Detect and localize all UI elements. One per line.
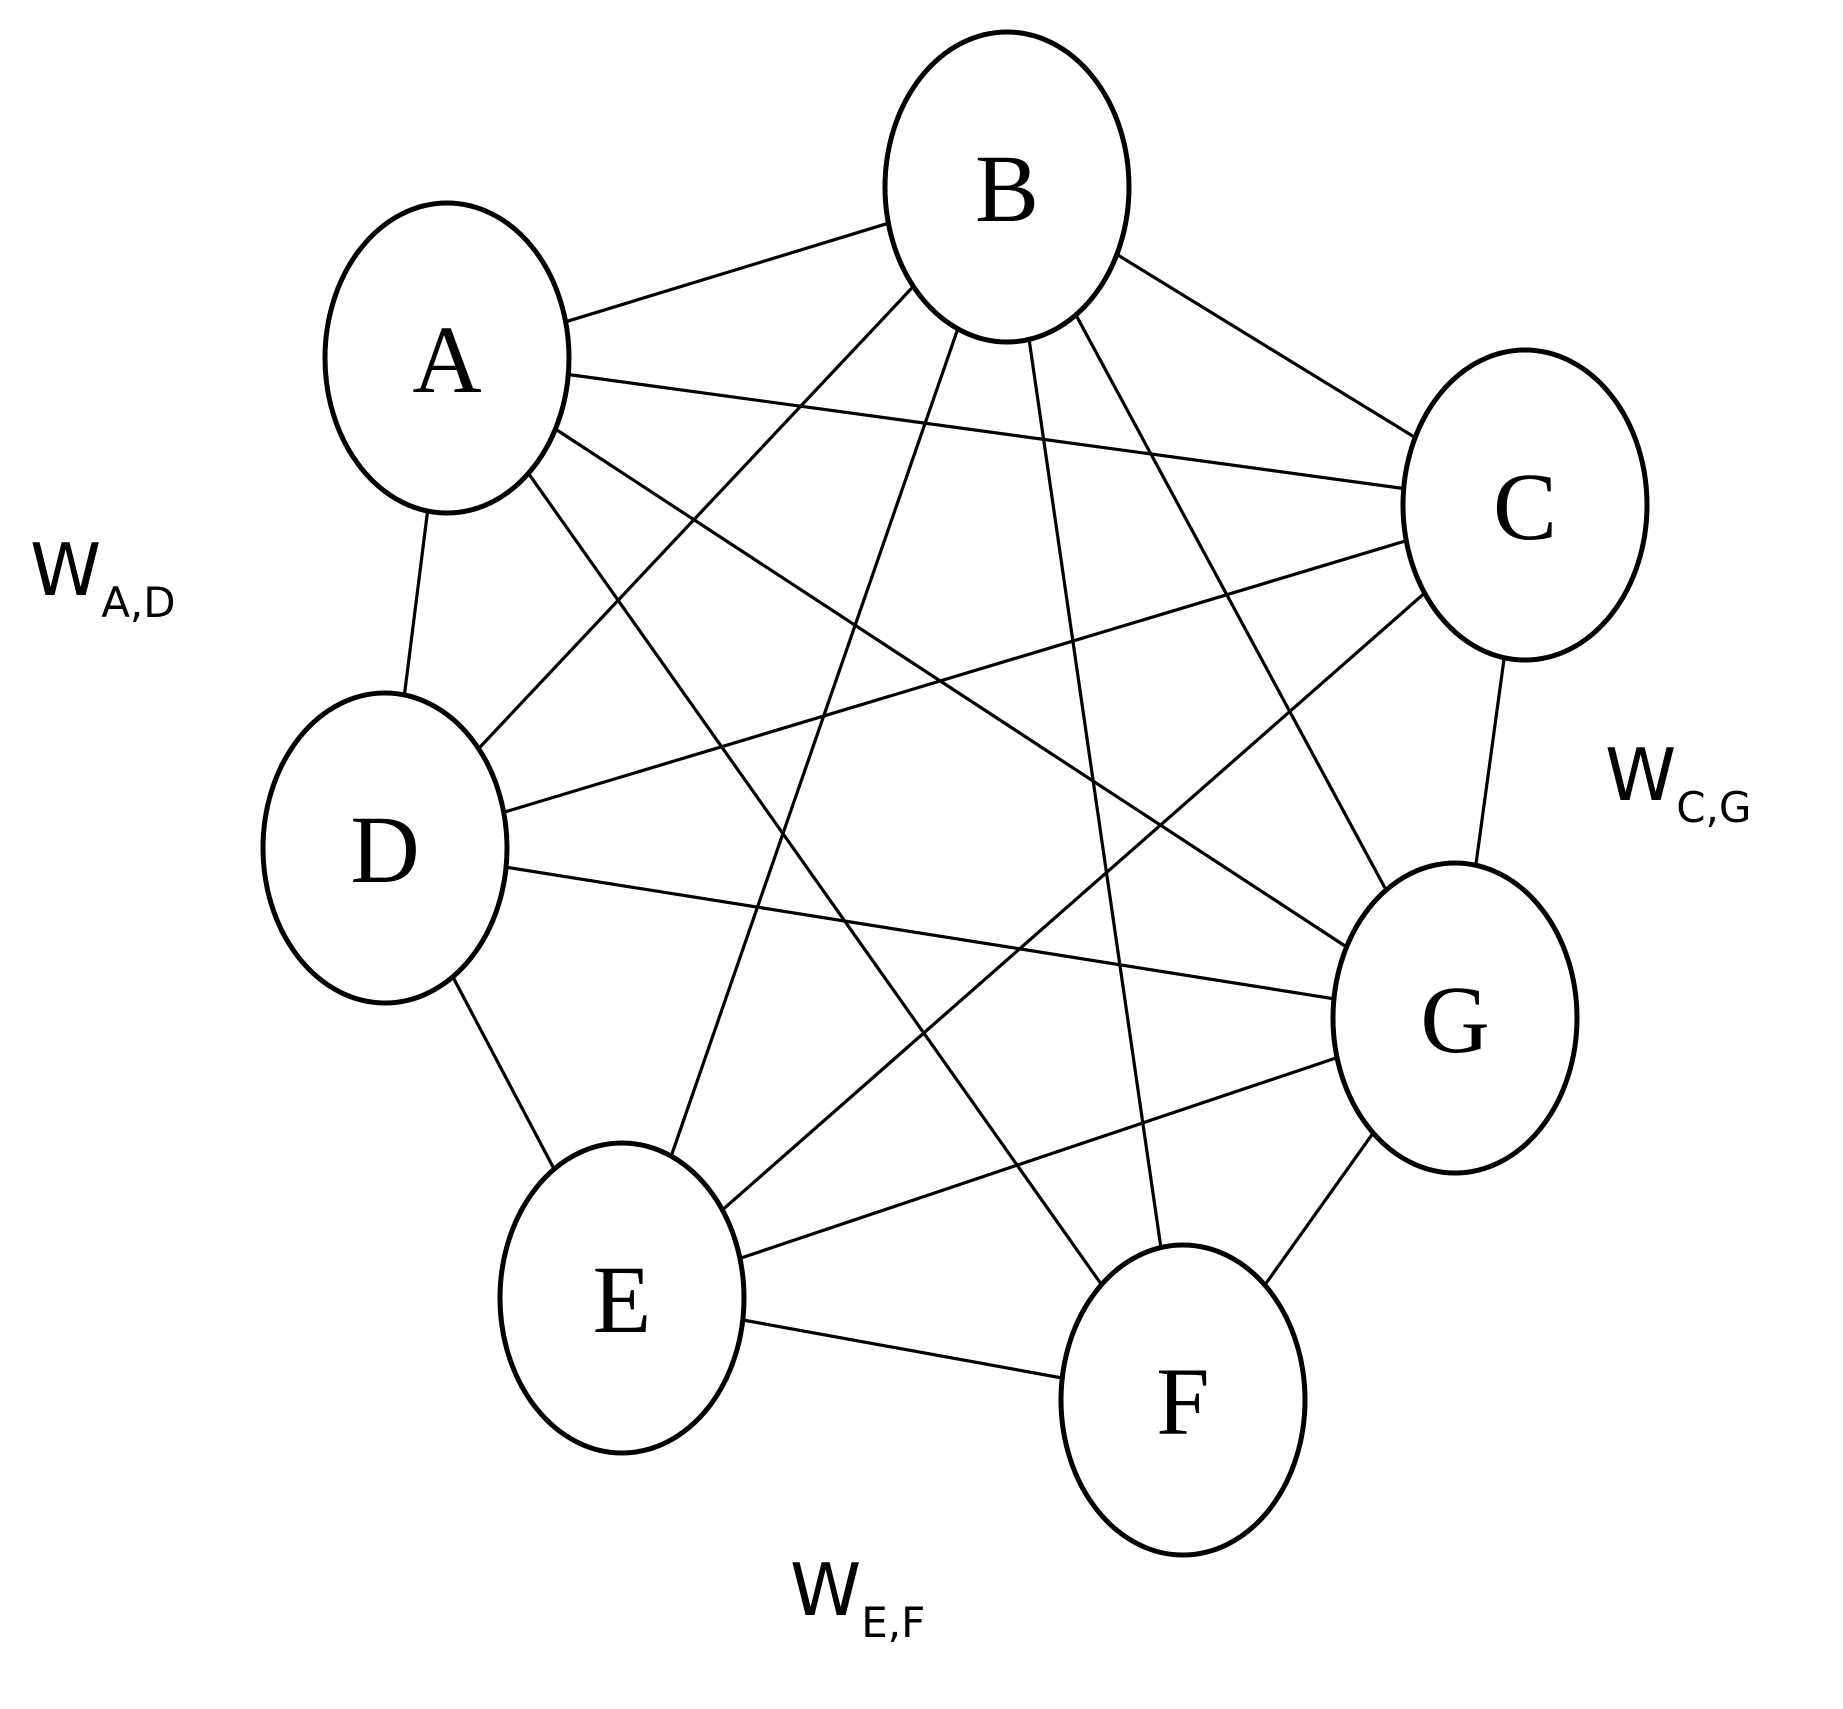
edge-a-d xyxy=(402,510,430,696)
edge-b-d xyxy=(477,285,915,750)
weight-label-main: W xyxy=(30,528,101,612)
edge-c-d xyxy=(503,539,1407,814)
node-ellipse xyxy=(1400,347,1650,663)
edge-e-f xyxy=(742,1318,1063,1380)
node-ellipse xyxy=(260,690,510,1006)
weight-label-c-g: WC,G xyxy=(1605,733,1751,832)
edge-b-c xyxy=(1115,253,1417,439)
edge-b-f xyxy=(1027,339,1163,1248)
edge-a-c xyxy=(568,372,1404,491)
weight-label-main: W xyxy=(1605,733,1676,817)
node-ellipse xyxy=(1330,860,1580,1176)
node-label: C xyxy=(1493,453,1557,560)
node-g: G xyxy=(1330,860,1580,1176)
edge-c-g xyxy=(1474,657,1506,866)
edge-b-e xyxy=(669,328,960,1157)
weight-label-subscript: A,D xyxy=(101,578,175,627)
node-label: F xyxy=(1156,1348,1209,1455)
node-ellipse xyxy=(882,29,1132,345)
node-label: D xyxy=(350,796,419,903)
edges-group xyxy=(402,221,1506,1380)
edge-a-f xyxy=(527,472,1103,1286)
edge-e-g xyxy=(739,1056,1338,1260)
node-e: E xyxy=(497,1140,747,1456)
node-label: E xyxy=(593,1246,652,1353)
node-ellipse xyxy=(497,1140,747,1456)
node-label: G xyxy=(1420,966,1489,1073)
node-a: A xyxy=(322,200,572,516)
edge-a-g xyxy=(554,427,1348,949)
node-b: B xyxy=(882,29,1132,345)
node-f: F xyxy=(1058,1242,1308,1558)
node-label: B xyxy=(975,135,1039,242)
edge-c-e xyxy=(721,591,1426,1212)
edge-d-e xyxy=(451,976,556,1170)
node-d: D xyxy=(260,690,510,1006)
edge-a-b xyxy=(565,221,889,324)
weight-label-main: W xyxy=(790,1548,861,1632)
node-ellipse xyxy=(322,200,572,516)
edge-b-g xyxy=(1074,314,1388,891)
weight-label-e-f: WE,F xyxy=(790,1548,925,1647)
weight-label-subscript: E,F xyxy=(861,1598,925,1647)
weight-label-subscript: C,G xyxy=(1676,783,1751,832)
edge-f-g xyxy=(1263,1131,1375,1287)
nodes-group: A B C D E F G xyxy=(260,29,1650,1558)
node-c: C xyxy=(1400,347,1650,663)
weight-label-a-d: WA,D xyxy=(30,528,176,627)
node-label: A xyxy=(412,306,481,413)
edge-d-g xyxy=(505,865,1335,1001)
node-ellipse xyxy=(1058,1242,1308,1558)
